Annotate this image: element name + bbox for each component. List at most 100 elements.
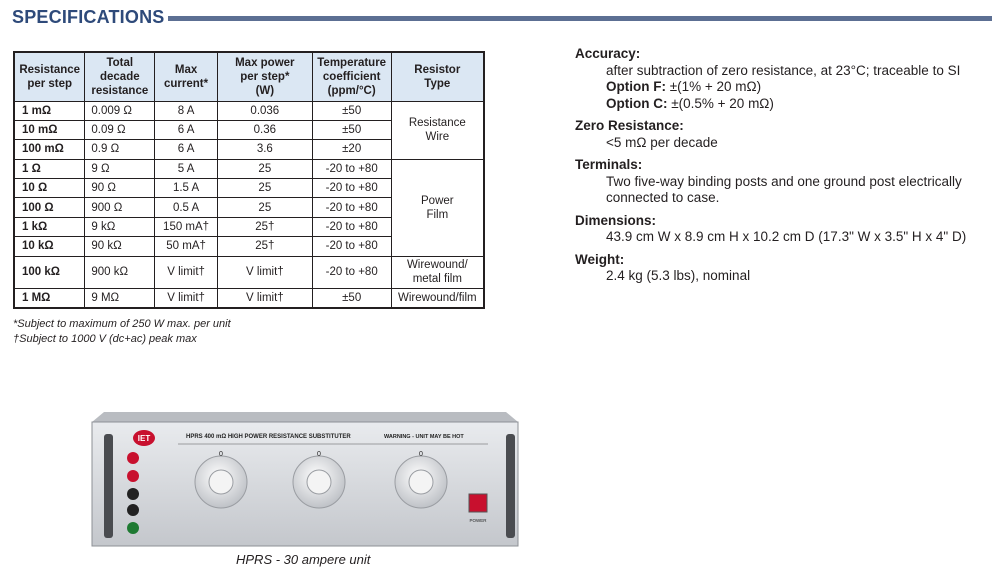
table-row: 100 kΩ 900 kΩ V limit† V limit† -20 to +…: [13, 255, 485, 289]
image-caption: HPRS - 30 ampere unit: [236, 552, 371, 567]
header-rule: [168, 15, 992, 21]
table-row: 1 MΩ 9 MΩ V limit† V limit† ±50 Wirewoun…: [13, 287, 485, 309]
cell-current: V limit†: [154, 255, 218, 289]
chassis-top: [92, 412, 518, 422]
cell-tc: ±50: [311, 287, 392, 309]
dial-3: 0: [394, 451, 448, 509]
iet-logo: [133, 430, 155, 446]
dimensions-label: Dimensions:: [575, 212, 657, 228]
svg-text:0: 0: [317, 451, 321, 458]
cell-current: 6 A: [154, 119, 218, 141]
weight-text: 2.4 kg (5.3 lbs), nominal: [606, 268, 751, 283]
cell-resistance: 1 mΩ: [13, 100, 86, 121]
right-handle: [506, 434, 515, 538]
cell-tc: -20 to +80: [311, 216, 392, 238]
cell-power: 0.36: [216, 119, 313, 141]
black-terminal: [127, 488, 139, 500]
dial-2: 0: [292, 451, 346, 509]
cell-total: 900 Ω: [84, 197, 156, 218]
cell-total: 90 Ω: [84, 178, 156, 199]
cell-total: 900 kΩ: [84, 255, 156, 289]
cell-power: 25: [216, 197, 313, 218]
cell-current: 1.5 A: [154, 178, 218, 199]
cell-tc: -20 to +80: [311, 158, 392, 180]
option-f-value: ±(1% + 20 mΩ): [665, 79, 762, 94]
cell-resistance: 100 Ω: [13, 197, 86, 218]
terminals-label: Terminals:: [575, 157, 643, 172]
cell-current: 5 A: [154, 158, 218, 180]
cell-current: V limit†: [154, 287, 218, 309]
green-ground-terminal: [127, 522, 139, 534]
cell-resistance: 100 kΩ: [13, 255, 86, 289]
cell-power: 0.036: [216, 100, 313, 121]
table-row: 10 Ω 90 Ω 1.5 A 25 -20 to +80: [13, 178, 484, 199]
cell-total: 90 kΩ: [84, 236, 156, 257]
zero-resistance-text: <5 mΩ per decade: [606, 134, 718, 150]
cell-power: 25†: [216, 216, 313, 238]
left-handle: [104, 434, 113, 538]
cell-current: 6 A: [154, 139, 218, 160]
power-switch: [468, 493, 488, 513]
cell-power: 3.6: [216, 139, 313, 160]
cell-current: 0.5 A: [154, 197, 218, 218]
option-c: Option C: ±(0.5% + 20 mΩ): [575, 96, 990, 113]
power-label: POWER: [469, 518, 487, 523]
cell-tc: ±50: [311, 100, 392, 121]
cell-resistance: 1 kΩ: [13, 216, 86, 238]
cell-resistance: 10 kΩ: [13, 236, 86, 257]
cell-tc: -20 to +80: [311, 255, 392, 289]
option-f-label: Option F:: [606, 79, 666, 94]
option-c-value: ±(0.5% + 20 mΩ): [667, 95, 774, 111]
terminals-text-2: connected to case.: [606, 190, 720, 205]
cell-resistance: 1 Ω: [13, 158, 86, 180]
dimensions-text: 43.9 cm W x 8.9 cm H x 10.2 cm D (17.3" …: [606, 229, 967, 244]
cell-current: 8 A: [154, 100, 218, 121]
cell-type-wirewound-metal-film: Wirewound/metal film: [390, 255, 485, 289]
cell-tc: ±50: [311, 119, 392, 141]
weight-label: Weight:: [575, 251, 625, 267]
page-title: SPECIFICATIONS: [12, 6, 165, 27]
cell-power: 25: [216, 158, 313, 180]
accuracy-text: after subtraction of zero resistance, at…: [606, 62, 961, 78]
cell-resistance: 1 MΩ: [13, 287, 86, 309]
iet-logo-text: IET: [138, 434, 151, 443]
table-row: 10 mΩ 0.09 Ω 6 A 0.36 ±50: [13, 119, 484, 141]
svg-text:0: 0: [419, 451, 423, 458]
cell-type-wirewound-film: Wirewound/film: [390, 287, 485, 309]
svg-text:0: 0: [219, 451, 223, 458]
accuracy-label: Accuracy:: [575, 46, 641, 61]
cell-tc: -20 to +80: [311, 197, 392, 218]
zero-resistance-label: Zero Resistance:: [575, 118, 684, 133]
cell-total: 9 kΩ: [84, 216, 156, 238]
option-c-label: Option C:: [606, 95, 668, 111]
table-row: 10 kΩ 90 kΩ 50 mA† 25† -20 to +80: [13, 236, 484, 257]
table-row: 100 Ω 900 Ω 0.5 A 25 -20 to +80: [13, 197, 484, 218]
panel-title: HPRS 400 mΩ HIGH POWER RESISTANCE SUBSTI…: [186, 434, 351, 440]
black-terminal: [127, 504, 139, 516]
dial-1: 0: [194, 451, 248, 509]
terminals-text-1: Two five-way binding posts and one groun…: [606, 173, 962, 189]
section-header: SPECIFICATIONS: [12, 6, 992, 28]
option-f: Option F: ±(1% + 20 mΩ): [575, 79, 990, 96]
footnote-peak-voltage: †Subject to 1000 V (dc+ac) peak max: [13, 333, 197, 345]
panel-warning: WARNING - UNIT MAY BE HOT: [384, 434, 464, 440]
table-row: 100 mΩ 0.9 Ω 6 A 3.6 ±20: [13, 139, 484, 160]
cell-resistance: 100 mΩ: [13, 139, 86, 160]
cell-total: 0.009 Ω: [84, 100, 156, 121]
cell-total: 9 Ω: [84, 158, 156, 180]
cell-tc: -20 to +80: [311, 178, 392, 199]
red-terminal: [127, 470, 139, 482]
cell-tc: ±20: [311, 139, 392, 160]
cell-power: V limit†: [216, 287, 313, 309]
cell-tc: -20 to +80: [311, 236, 392, 257]
